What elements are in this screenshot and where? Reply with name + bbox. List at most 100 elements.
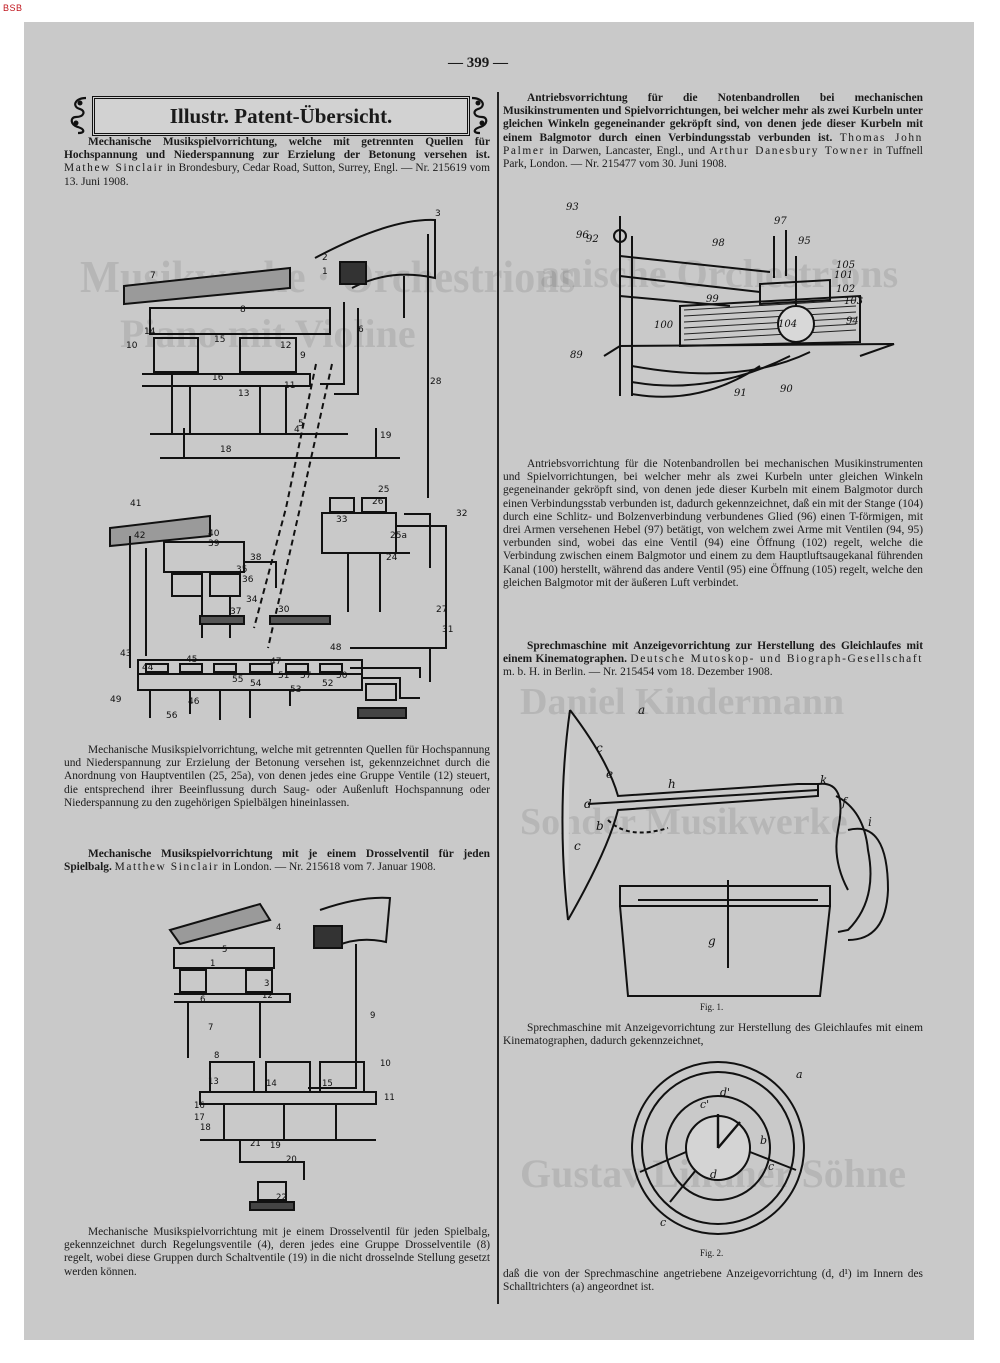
figure-reference-label: 6 [358, 325, 364, 335]
patent-4-claim-a: Sprechmaschine mit Anzeigevorrichtung zu… [503, 1022, 923, 1048]
patent-entry-4-heading: Sprechmaschine mit Anzeigevorrichtung zu… [503, 640, 923, 680]
figure-reference-label: 21 [250, 1139, 261, 1149]
figure-reference-label: 99 [706, 294, 719, 305]
figure-reference-label: 11 [384, 1093, 395, 1103]
figure-reference-label: 97 [774, 216, 787, 227]
figure-reference-label: 9 [370, 1011, 375, 1021]
figure-reference-label: 8 [214, 1051, 219, 1061]
figure-reference-label: e [606, 767, 613, 781]
figure-reference-label: c [660, 1216, 666, 1229]
figure-reference-label: a [796, 1068, 803, 1081]
figure-reference-label: 5 [298, 419, 304, 429]
figure-reference-label: 8 [240, 305, 246, 315]
patent-3-author-1: Thomas John Palmer [503, 131, 923, 157]
figure-reference-label: 19 [380, 431, 392, 441]
figure-reference-label: 42 [134, 531, 145, 541]
figure-reference-label: 30 [278, 605, 290, 615]
figure-reference-label: 15 [214, 335, 225, 345]
patent-entry-3-claim: Antriebsvorrichtung für die Notenbandrol… [503, 458, 923, 590]
figure-reference-label: 19 [270, 1141, 281, 1151]
figure-reference-label: 16 [194, 1101, 205, 1111]
figure-reference-label: 12 [262, 991, 273, 1001]
figure-reference-label: 89 [570, 350, 583, 361]
figure-reference-label: 10 [380, 1059, 391, 1069]
patent-1-author: Mathew Sinclair [64, 162, 164, 175]
patent-4-author: Deutsche Mutoskop- und Biograph-Gesellsc… [630, 653, 923, 666]
figure-reference-label: 33 [336, 515, 347, 525]
patent-4-title: Sprechmaschine mit Anzeigevorrichtung zu… [503, 640, 923, 666]
figure-reference-label: 13 [238, 389, 249, 399]
figure-reference-label: 98 [712, 238, 725, 249]
figure-reference-label: 16 [212, 373, 224, 383]
patent-3-title: Antriebsvorrichtung für die Notenbandrol… [503, 92, 923, 144]
figure-reference-label: 35 [236, 565, 247, 575]
patent-2-details: in London. — Nr. 215618 vom 7. Januar 19… [221, 861, 436, 874]
figure-reference-label: 7 [150, 271, 156, 281]
figure-reference-label: 93 [566, 202, 579, 213]
figure-reference-label: 43 [120, 649, 131, 659]
figure-reference-label: c [768, 1160, 774, 1173]
figure-reference-label: 36 [242, 575, 254, 585]
figure-reference-label: d [584, 797, 592, 811]
figure-reference-label: c' [700, 1098, 709, 1111]
figure-reference-label: h [668, 777, 676, 791]
figure-reference-label: 90 [780, 384, 793, 395]
patent-entry-4-claim-b: daß die von der Sprechmaschine angetrieb… [503, 1268, 923, 1294]
figure-reference-label: 32 [456, 509, 467, 519]
figure-reference-label: 20 [286, 1155, 297, 1165]
bleed-through: anische Orchestrions [540, 251, 899, 296]
figure-reference-label: 3 [435, 209, 441, 219]
figure-reference-label: 24 [386, 553, 398, 563]
figure-reference-label: 22 [276, 1193, 287, 1203]
paper-background [24, 22, 974, 1340]
figure-reference-label: 2 [322, 253, 328, 263]
patent-1-details: in Brondesbury, Cedar Road, Sutton, Surr… [64, 162, 490, 188]
patent-3-details: in Tuffnell Park, London. — Nr. 215477 v… [503, 144, 923, 171]
figure-reference-label: 15 [322, 1079, 333, 1089]
figure-reference-label: 95 [798, 236, 811, 247]
figure-reference-label: k [820, 773, 827, 787]
patent-1-title: Mechanische Musikspielvorrichtung, welch… [64, 136, 490, 162]
figure-reference-label: 9 [300, 351, 306, 361]
figure-reference-label: 40 [208, 529, 220, 539]
figure-reference-label: 26 [372, 497, 384, 507]
patent-3-details-mid: in Darwen, Lancaster, Engl., und [549, 144, 706, 157]
patent-entry-1-claim: Mechanische Musikspielvorrichtung, welch… [64, 744, 490, 810]
figure-reference-label: c [574, 839, 581, 853]
figure-reference-label: 37 [230, 607, 241, 617]
figure-reference-label: 39 [208, 539, 220, 549]
figure-reference-label: 6 [200, 995, 205, 1005]
patent-2-author: Matthew Sinclair [114, 861, 220, 874]
figure-reference-label: d [710, 1168, 717, 1181]
figure-reference-label: 41 [130, 499, 141, 509]
figure-reference-label: 57 [300, 671, 311, 681]
patent-3-author-2: Arthur Danesbury Towner [709, 144, 869, 157]
figure-reference-label: 3 [264, 979, 269, 989]
fig-2-caption: Fig. 2. [700, 1248, 724, 1258]
figure-reference-label: 104 [778, 319, 797, 330]
figure-reference-label: 47 [270, 657, 281, 667]
bleed-through: Sonder Musikwerke [520, 801, 848, 843]
figure-reference-label: 34 [246, 595, 258, 605]
figure-reference-label: 51 [278, 671, 289, 681]
figure-reference-label: 46 [188, 697, 200, 707]
patent-entry-4-claim-a: Sprechmaschine mit Anzeigevorrichtung zu… [503, 1022, 923, 1048]
figure-reference-label: 14 [144, 327, 156, 337]
figure-reference-label: 53 [290, 685, 301, 695]
patent-2-title: Mechanische Musikspielvorrichtung mit je… [64, 848, 490, 874]
figure-reference-label: 44 [142, 663, 154, 673]
figure-reference-label: f [841, 795, 849, 809]
figure-reference-label: 27 [436, 605, 447, 615]
figure-reference-label: 13 [208, 1077, 219, 1087]
column-divider [497, 92, 499, 1304]
figure-reference-label: 4 [294, 425, 300, 435]
patent-drawing-215619: 73218121410961511161354281819252625a3233… [109, 209, 467, 721]
figure-reference-label: 49 [110, 695, 122, 705]
figure-reference-label: 4 [276, 923, 281, 933]
figure-reference-label: 55 [232, 675, 243, 685]
figure-reference-label: 50 [336, 671, 348, 681]
figure-reference-label: 12 [280, 341, 291, 351]
